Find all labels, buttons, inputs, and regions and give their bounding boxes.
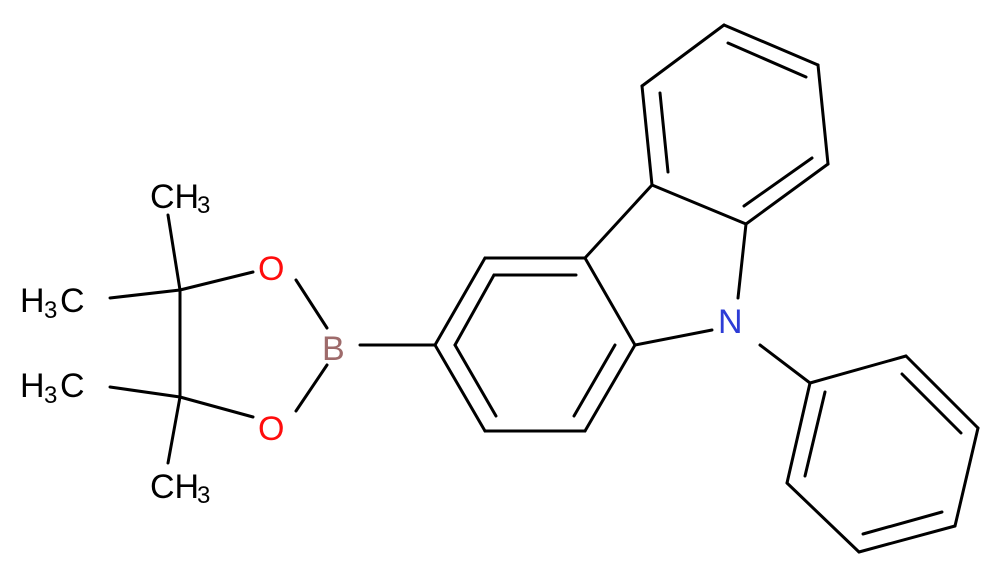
bond-c3-c4-inner [453, 273, 496, 347]
boron-atom: B [322, 330, 345, 368]
bond-c8-c8a [744, 162, 830, 226]
bond-ph2-ph3-inner [900, 372, 963, 435]
carbazole-left-ring [433, 256, 637, 433]
bond-c9a-n [633, 328, 714, 347]
dioxaborolane-ring [178, 270, 437, 419]
bond-c1-methyl-left [108, 288, 182, 300]
bond-ph2-ph3 [904, 354, 980, 430]
methyl-lower-left-sub: 3 [44, 382, 57, 409]
bond-c1-methyl-top [166, 213, 182, 292]
bond-c6-c7 [722, 23, 820, 67]
bond-c5-c6 [640, 23, 726, 88]
bond-c2-methyl-bottom [166, 395, 182, 465]
bond-c4b-c5 [640, 84, 654, 187]
methyl-label-upper-left: H 3 C [20, 282, 85, 324]
bond-c2-c3-inner [453, 343, 498, 418]
pyrrole-ring [583, 183, 748, 347]
bond-c3-c4 [433, 256, 487, 347]
methyl-bottom-main: CH [150, 468, 199, 506]
bond-c4b-c8a [650, 183, 748, 226]
bond-o2-b [294, 363, 329, 413]
bond-c9a-c1-inner [572, 343, 617, 418]
bond-c8-c8a-inner [742, 156, 814, 208]
bond-ph5-ph6 [785, 481, 861, 554]
bond-ph6-ph1 [785, 381, 812, 485]
methyl-bonds [108, 213, 182, 465]
bond-o1-b [294, 278, 329, 330]
bond-c2-c3 [433, 343, 487, 433]
bond-c8a-n [736, 222, 748, 300]
methyl-upper-left-tail: C [60, 282, 85, 320]
bond-n-ph [758, 343, 812, 385]
oxygen-atom-bottom: O [258, 410, 284, 448]
bond-c1-o1 [178, 270, 255, 292]
bond-c4a-c9a [583, 256, 637, 347]
bond-c6-c7-inner [726, 41, 808, 79]
methyl-lower-left-main: H [20, 367, 45, 405]
bond-ph3-ph4 [953, 426, 980, 528]
phenyl-ring [758, 343, 980, 554]
methyl-upper-left-main: H [20, 282, 45, 320]
methyl-top-sub: 3 [197, 192, 210, 219]
bond-c2-o2 [178, 395, 255, 419]
methyl-top-main: CH [150, 178, 199, 216]
methyl-bottom-sub: 3 [197, 482, 210, 509]
bond-ph4-ph5-inner [861, 510, 944, 536]
nitrogen-atom: N [718, 303, 743, 341]
bond-ph6-ph1-inner [803, 390, 827, 478]
methyl-upper-left-sub: 3 [44, 297, 57, 324]
carbazole-right-ring [640, 23, 830, 226]
methyl-lower-left-tail: C [60, 367, 85, 405]
methyl-label-lower-left: H 3 C [20, 367, 85, 409]
bond-ph4-ph5 [857, 524, 957, 554]
bond-c4b-c5-inner [658, 91, 670, 174]
bond-c7-c8 [816, 63, 830, 166]
oxygen-atom-top: O [258, 250, 284, 288]
methyl-label-bottom: CH 3 [150, 468, 210, 509]
bond-c4a-c4b [583, 183, 654, 260]
bond-c9a-c1 [583, 343, 637, 433]
methyl-label-top: CH 3 [150, 178, 210, 219]
bond-ph1-ph2 [808, 354, 908, 385]
bond-c2-methyl-left [108, 385, 182, 399]
